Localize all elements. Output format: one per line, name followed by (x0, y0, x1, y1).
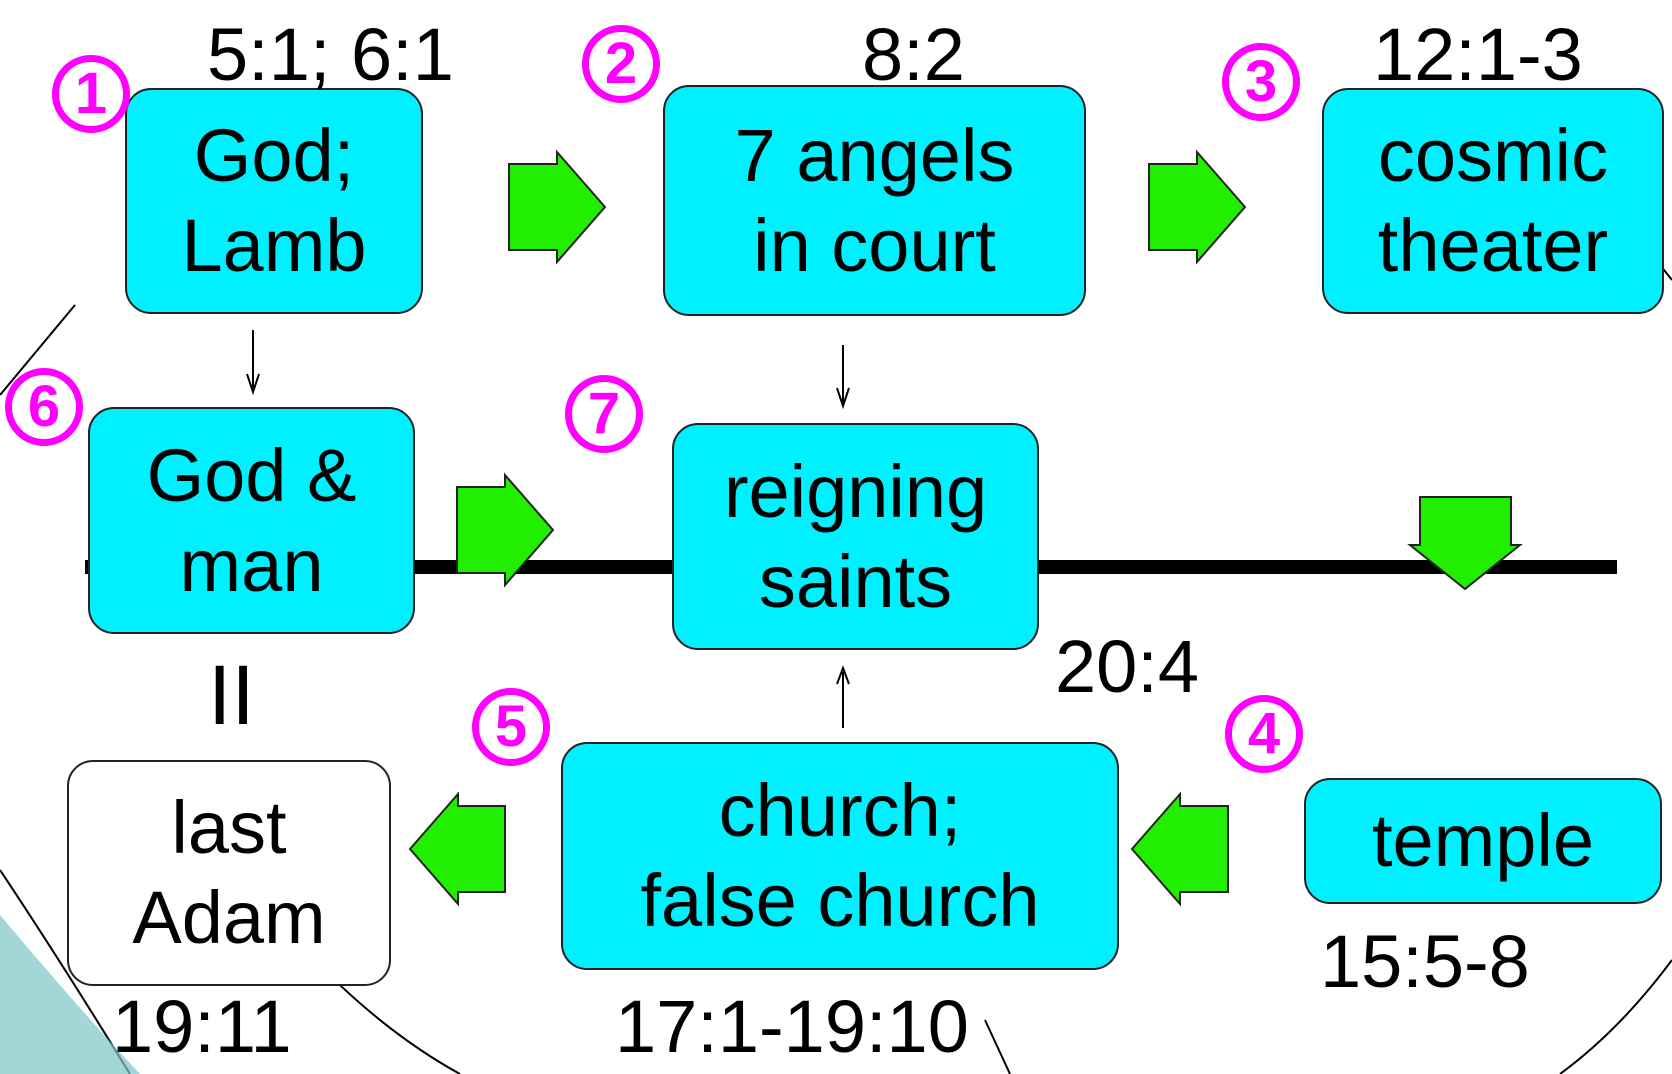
flow-arrow-left (1130, 791, 1229, 907)
ref-label: 20:4 (1055, 625, 1200, 708)
background-arc (0, 304, 76, 396)
ref-label: 8:2 (862, 13, 965, 96)
number-badge-1: 1 (52, 55, 130, 133)
flow-arrow-left (408, 791, 506, 907)
number-badge-3: 3 (1222, 43, 1300, 121)
node-label: theater (1377, 204, 1609, 287)
node-temple: temple (1304, 778, 1662, 904)
node-label: saints (758, 539, 953, 623)
node-label: reigning (723, 449, 988, 533)
node-label: Lamb (181, 204, 367, 287)
number-badge-7: 7 (565, 375, 643, 453)
ref-label: 17:1-19:10 (615, 985, 969, 1068)
equals-sign: II (208, 648, 255, 742)
node-label: temple (1371, 799, 1595, 882)
number-badge-6: 6 (5, 368, 83, 446)
flow-arrow-right (456, 472, 555, 588)
connector-arrowhead (836, 387, 850, 410)
node-label: in court (753, 203, 996, 287)
node-god-lamb: God;Lamb (125, 88, 423, 314)
number-badge-2: 2 (582, 25, 660, 103)
ref-label: 15:5-8 (1320, 920, 1530, 1003)
node-label: cosmic (1377, 114, 1609, 197)
ref-label: 19:11 (112, 985, 292, 1068)
node-label: 7 angels (734, 113, 1015, 197)
number-badge-5: 5 (472, 688, 550, 766)
node-label: God & (146, 433, 357, 517)
flow-arrow-right (1148, 149, 1247, 265)
number-badge-4: 4 (1225, 695, 1303, 773)
node-label: last (171, 786, 287, 869)
background-arc (1559, 959, 1672, 1074)
node-label: God; (193, 114, 355, 197)
ref-label: 12:1-3 (1373, 13, 1583, 96)
node-church: church;false church (561, 742, 1119, 970)
node-label: man (179, 523, 324, 607)
connector-arrowhead (246, 373, 260, 396)
ref-label: 5:1; 6:1 (207, 13, 454, 96)
flow-arrow-down (1407, 496, 1523, 591)
background-corner (0, 915, 140, 1074)
connector-arrowhead (836, 665, 850, 685)
node-label: Adam (132, 876, 326, 959)
background-arc (984, 1019, 1011, 1074)
node-god-man: God &man (88, 407, 415, 634)
node-label: false church (640, 859, 1040, 942)
node-label: church; (718, 769, 962, 852)
flow-arrow-right (508, 149, 607, 265)
